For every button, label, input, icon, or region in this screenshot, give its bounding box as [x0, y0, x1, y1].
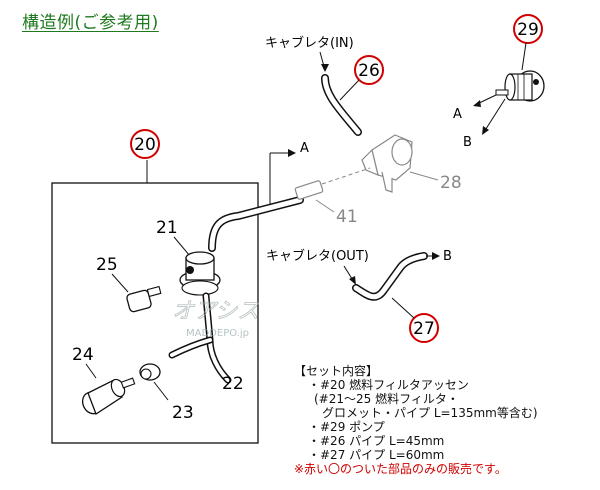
callout-26: 26	[354, 55, 384, 85]
callout-29-label: 29	[517, 20, 539, 40]
set-item-29: ・#29 ポンプ	[308, 420, 385, 434]
leader-26	[339, 79, 360, 101]
callout-27: 27	[409, 313, 439, 343]
label-25: 25	[96, 255, 118, 275]
carb-in-arrowhead	[321, 64, 329, 72]
leader-28	[409, 171, 439, 181]
callout-29: 29	[513, 14, 543, 44]
assembly-20-box	[51, 182, 259, 444]
part-23	[139, 363, 161, 381]
top-label-a: A	[300, 141, 309, 156]
part-41	[294, 180, 324, 200]
pump-label-b: B	[463, 135, 472, 150]
watermark-logo: オアシス	[172, 299, 259, 324]
set-item-20: ・#20 燃料フィルタアッセン	[308, 378, 469, 392]
hose-21-upper	[208, 196, 304, 252]
set-item-26: ・#26 パイプ L=45mm	[308, 434, 445, 448]
leader-24	[85, 363, 97, 379]
sales-note: ※赤い〇のついた部品のみの販売です。	[294, 462, 507, 476]
part-41-to-28-line	[321, 167, 371, 185]
callout-26-label: 26	[358, 61, 380, 81]
watermark-url: MADDEPO.jp	[186, 328, 249, 339]
label-22: 22	[222, 374, 244, 394]
callout-20: 20	[130, 129, 160, 159]
callout-27-label: 27	[413, 319, 435, 339]
part-24	[81, 377, 136, 415]
pump-29	[495, 70, 545, 102]
set-item-20-detail-1: (#21～25 燃料フィルタ・	[314, 392, 459, 406]
carburetor-out-label: キャブレタ(OUT)	[266, 248, 369, 264]
part-28	[361, 134, 413, 193]
page-title: 構造例(ご参考用)	[22, 13, 159, 33]
set-item-20-detail-2: グロメット・パイプ L=135mm等含む)	[322, 406, 538, 420]
label-24: 24	[72, 345, 94, 365]
pump-arrow-b	[483, 98, 506, 133]
label-23: 23	[172, 403, 194, 423]
label-28: 28	[440, 173, 462, 193]
leader-27	[391, 297, 415, 319]
leader-23	[153, 381, 169, 401]
part-25	[126, 285, 162, 313]
set-contents-heading: 【セット内容】	[294, 364, 379, 378]
set-item-27: ・#27 パイプ L=60mm	[308, 448, 445, 462]
callout-20-label: 20	[134, 135, 156, 155]
fuel-filter-21	[179, 251, 221, 296]
carburetor-in-label: キャブレタ(IN)	[265, 35, 354, 51]
pump-label-a: A	[453, 107, 462, 122]
set-contents: 【セット内容】 ・#20 燃料フィルタアッセン (#21～25 燃料フィルタ・ …	[294, 364, 538, 476]
leader-21	[173, 236, 191, 257]
leader-29	[521, 42, 527, 71]
out-label-b: B	[443, 249, 452, 264]
leader-25	[111, 273, 129, 293]
label-41: 41	[336, 207, 358, 227]
leader-41	[315, 199, 335, 213]
label-21: 21	[156, 218, 178, 238]
